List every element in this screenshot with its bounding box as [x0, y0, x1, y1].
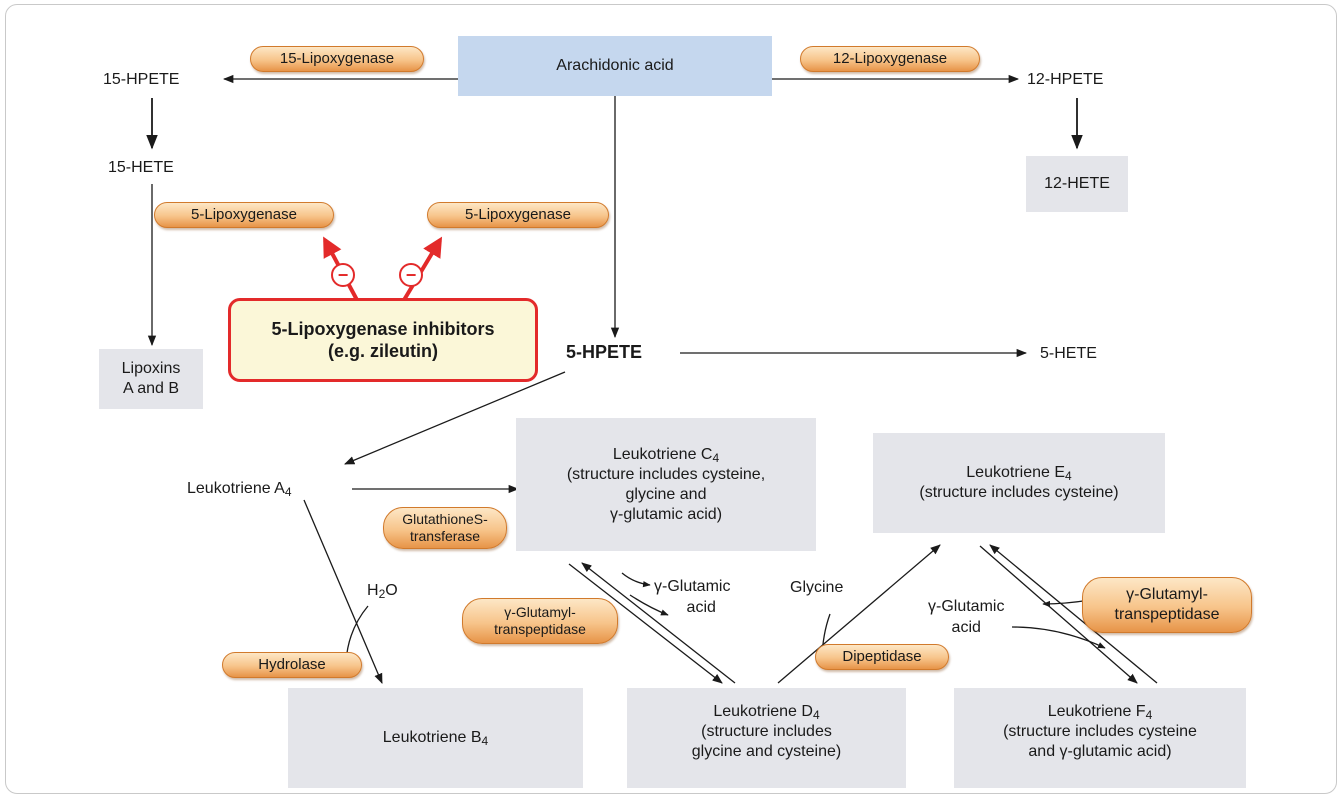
arrow-lta4-to-ltb4 — [303, 499, 383, 684]
node-15-hpete: 15-HPETE — [103, 71, 180, 88]
inhibit-circle-left — [331, 263, 355, 287]
arrow-ggt1-glutamic-in — [629, 594, 669, 616]
label-h2o: H2O — [367, 582, 398, 601]
enzyme-gamma-glutamyl-transpeptidase-1: γ-Glutamyl- transpeptidase — [462, 598, 618, 644]
node-leukotriene-d4: Leukotriene D4 (structure includes glyci… — [627, 688, 906, 788]
node-leukotriene-b4: Leukotriene B4 — [288, 688, 583, 788]
arrow-ltd4-to-lte4 — [777, 544, 941, 684]
enzyme-5-lipoxygenase-left: 5-Lipoxygenase — [154, 202, 334, 228]
node-lipoxins: Lipoxins A and B — [99, 349, 203, 409]
label-gamma-glutamic-acid-1: γ-Glutamic acid — [654, 578, 731, 616]
arrow-ltf4-to-lte4 — [989, 544, 1158, 684]
arrow-ltd4-to-ltc4 — [581, 562, 736, 684]
label-glycine: Glycine — [790, 579, 844, 596]
node-12-hpete: 12-HPETE — [1027, 71, 1104, 88]
enzyme-gamma-glutamyl-transpeptidase-2: γ-Glutamyl- transpeptidase — [1082, 577, 1252, 633]
node-15-hete: 15-HETE — [108, 159, 174, 176]
inhibitor-box: 5-Lipoxygenase inhibitors (e.g. zileutin… — [228, 298, 538, 382]
node-5-hete: 5-HETE — [1040, 345, 1097, 362]
arrow-ggt2-glutamic-in — [1011, 626, 1106, 649]
node-leukotriene-a4: Leukotriene A4 — [187, 480, 292, 499]
enzyme-hydrolase: Hydrolase — [222, 652, 362, 678]
node-leukotriene-f4: Leukotriene F4 (structure includes cyste… — [954, 688, 1246, 788]
inhibit-arrow-right — [402, 236, 443, 302]
enzyme-15-lipoxygenase: 15-Lipoxygenase — [250, 46, 424, 72]
enzyme-12-lipoxygenase: 12-Lipoxygenase — [800, 46, 980, 72]
arrow-ggt1-glutamic-out — [621, 572, 651, 588]
inhibit-sign-right: − — [406, 265, 417, 285]
inhibitor-line2: (e.g. zileutin) — [327, 341, 438, 361]
inhibit-circle-right — [399, 263, 423, 287]
arrow-ltc4-to-ltd4 — [568, 563, 723, 684]
enzyme-glutathione-s-transferase: GlutathioneS- transferase — [383, 507, 507, 549]
arrow-lte4-to-ltf4 — [979, 545, 1138, 684]
node-leukotriene-e4: Leukotriene E4 (structure includes cyste… — [873, 433, 1165, 533]
node-5-hpete: 5-HPETE — [566, 342, 643, 362]
pathway-arrows: − − — [146, 74, 1158, 684]
node-leukotriene-c4: Leukotriene C4 (structure includes cyste… — [516, 418, 816, 551]
arrow-5hpete-to-lta4 — [344, 371, 566, 465]
node-12-hete: 12-HETE — [1026, 156, 1128, 212]
label-gamma-glutamic-acid-2: γ-Glutamic acid — [928, 598, 1005, 636]
inhibit-sign-left: − — [338, 265, 349, 285]
node-arachidonic-acid: Arachidonic acid — [458, 36, 772, 96]
enzyme-5-lipoxygenase-right: 5-Lipoxygenase — [427, 202, 609, 228]
enzyme-dipeptidase: Dipeptidase — [815, 644, 949, 670]
inhibition-marks: − − — [323, 236, 443, 302]
inhibitor-line1: 5-Lipoxygenase inhibitors — [271, 319, 495, 339]
